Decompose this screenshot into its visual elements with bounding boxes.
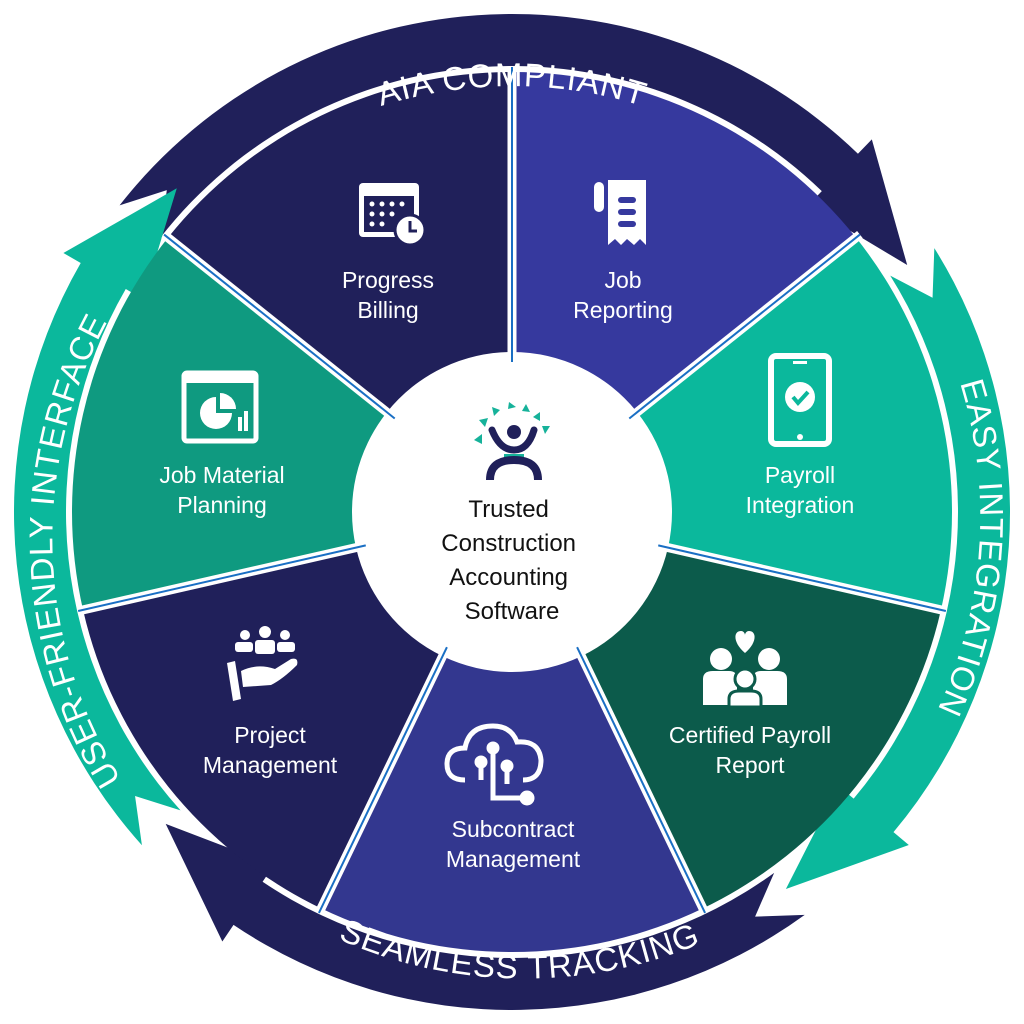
segment-cloud-network [321,656,703,952]
arrow-left [14,188,181,846]
divider-line [318,646,448,914]
segment-family-heart [581,547,941,909]
receipt-icon [594,180,646,245]
family-heart-icon [703,631,787,709]
team-hand-icon [227,626,298,701]
segment-calendar-clock [167,72,512,413]
segment-tablet-check [637,237,952,610]
wheel-segments [71,72,952,952]
arrow-right [785,248,1010,890]
divider-line [576,646,706,914]
divider-line [77,544,366,612]
segment-dividers [77,67,947,915]
outer-arrow-ring [14,13,1010,1010]
segment-team-hand [83,547,443,909]
divider-line [628,233,861,420]
divider-line [658,544,947,612]
center-circle [364,364,660,660]
dashboard-window-icon [181,370,259,444]
person-with-sunburst-logo [474,402,550,481]
arrow-bottom [165,823,805,1010]
cloud-network-icon [444,723,544,806]
segment-receipt [512,72,857,413]
tablet-check-icon [768,353,832,447]
center-title: Trusted Construction Accounting Software [441,496,582,625]
segment-dashboard-window [71,237,387,610]
arrow-top [119,13,908,266]
calendar-clock-icon [359,183,427,247]
divider-line [163,233,396,420]
